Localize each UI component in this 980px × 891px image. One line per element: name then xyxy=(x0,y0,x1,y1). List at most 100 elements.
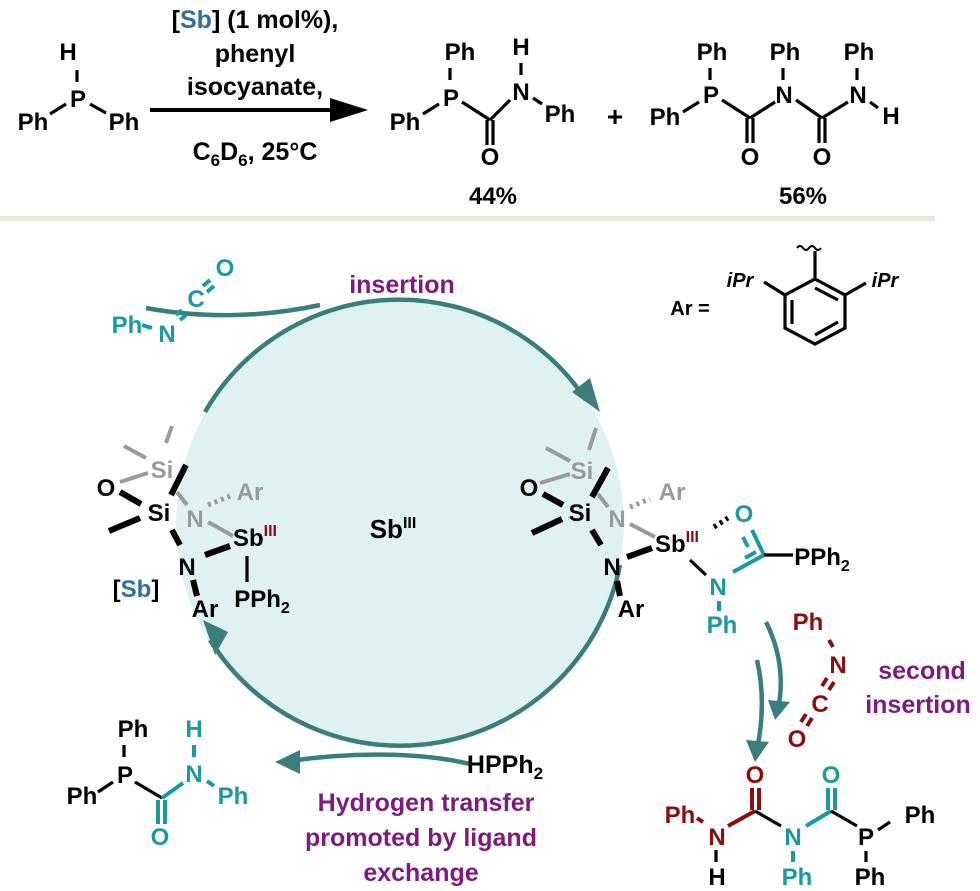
bond xyxy=(820,676,829,688)
catalyst-line: [Sb] (1 mol%), xyxy=(172,6,339,34)
pph2: PPh2 xyxy=(794,544,850,575)
atom-n-grey: N xyxy=(186,506,203,533)
cycle-background xyxy=(176,300,624,748)
atom-o: O xyxy=(520,475,539,502)
center-sb-label: SbIII xyxy=(370,514,417,544)
atom-si: Si xyxy=(148,500,171,527)
ph-left: Ph xyxy=(650,104,681,131)
bond xyxy=(805,716,814,728)
bond xyxy=(799,712,808,724)
ph-top-3: Ph xyxy=(844,39,875,66)
bond xyxy=(203,543,232,558)
bond xyxy=(727,809,756,828)
bond xyxy=(488,98,512,122)
bond xyxy=(732,553,765,574)
bond xyxy=(178,313,188,322)
arrow-head-icon xyxy=(768,700,790,720)
atom-o-2: O xyxy=(822,762,841,789)
bond xyxy=(688,558,708,577)
bond xyxy=(205,779,216,788)
atom-h: H xyxy=(882,103,899,130)
bond xyxy=(741,536,750,548)
ph: Ph xyxy=(112,312,143,339)
ar-grey: Ar xyxy=(659,479,686,506)
atom-p: P xyxy=(858,824,874,851)
reagent-line-2: isocyanate, xyxy=(187,73,323,101)
yield-44: 44% xyxy=(469,183,517,210)
ph-left: Ph xyxy=(67,783,98,810)
atom-si-top: Si xyxy=(151,457,174,484)
bond xyxy=(205,284,216,294)
arrow-head-icon xyxy=(746,740,769,762)
phenyl-isocyanate-reagent: Ph N C O xyxy=(112,255,235,348)
bond xyxy=(134,780,163,800)
hpph2-reagent: HPPh2 xyxy=(467,751,543,783)
atom-n: N xyxy=(178,554,195,581)
bond xyxy=(682,100,700,114)
bond xyxy=(123,444,147,460)
bond xyxy=(754,809,782,828)
ph-right: Ph xyxy=(545,101,576,128)
hashed-bond xyxy=(629,496,651,510)
bond xyxy=(119,471,149,484)
bond xyxy=(614,580,623,597)
insertion-feed-arrow xyxy=(145,302,321,318)
bond xyxy=(422,102,440,116)
second-insertion-label-line-1: second xyxy=(878,657,966,685)
atom-sb: SbIII xyxy=(655,529,699,558)
product-right-double-insertion: O O Ph N H N Ph P Ph Ph xyxy=(665,762,936,891)
reaction-conditions: [Sb] (1 mol%), phenyl isocyanate, C6D6, … xyxy=(150,6,368,170)
bond xyxy=(827,639,835,648)
bond xyxy=(532,96,543,106)
bond xyxy=(168,463,189,497)
bond xyxy=(169,528,183,547)
atom-o-teal: O xyxy=(735,501,754,528)
product-1-phosphinecarboxamide: Ph P Ph O H N Ph 44% xyxy=(390,34,576,210)
atom-o-1: O xyxy=(746,762,765,789)
atom-h: H xyxy=(708,864,725,891)
ph-bottom: Ph xyxy=(855,864,886,891)
ph-left: Ph xyxy=(665,802,696,829)
atom-n-1: N xyxy=(708,824,725,851)
bond xyxy=(795,98,823,120)
bond xyxy=(695,816,705,824)
atom-n-teal: N xyxy=(709,574,726,601)
ph-top: Ph xyxy=(118,716,149,743)
h-transfer-label-line-2: promoted by ligand xyxy=(305,824,537,852)
atom-p: P xyxy=(443,85,459,112)
bond xyxy=(541,491,565,508)
atom-o: O xyxy=(216,255,235,282)
bond xyxy=(97,780,114,794)
bond xyxy=(744,550,757,560)
center-oxidation-state: SbIII xyxy=(370,514,417,544)
bond xyxy=(118,489,143,507)
bond xyxy=(749,100,776,120)
ph-top: Ph xyxy=(445,39,476,66)
cycle-arrow-bottom xyxy=(208,564,623,748)
bond xyxy=(201,278,212,288)
bond xyxy=(89,102,107,115)
atom-p: P xyxy=(703,82,719,109)
bond xyxy=(844,281,867,297)
ph-right: Ph xyxy=(218,783,249,810)
atom-o: O xyxy=(151,824,170,851)
bond xyxy=(830,809,858,828)
bond xyxy=(461,100,491,122)
atom-n-grey: N xyxy=(608,506,625,533)
atom-o: O xyxy=(481,144,500,171)
bond xyxy=(160,781,185,800)
bond xyxy=(763,280,786,297)
solvent-temp: C6D6, 25°C xyxy=(193,138,318,170)
bond xyxy=(207,520,234,538)
bond xyxy=(530,516,564,536)
atom-n-2: N xyxy=(849,82,866,109)
bond xyxy=(141,323,153,330)
atom-n: N xyxy=(158,321,175,348)
bond xyxy=(814,320,839,337)
ph-teal: Ph xyxy=(707,612,738,639)
bond xyxy=(821,100,849,120)
bond xyxy=(107,515,142,534)
cycle-arrow-top xyxy=(203,297,588,414)
ph-n2: Ph xyxy=(782,864,813,891)
bond xyxy=(869,100,879,110)
